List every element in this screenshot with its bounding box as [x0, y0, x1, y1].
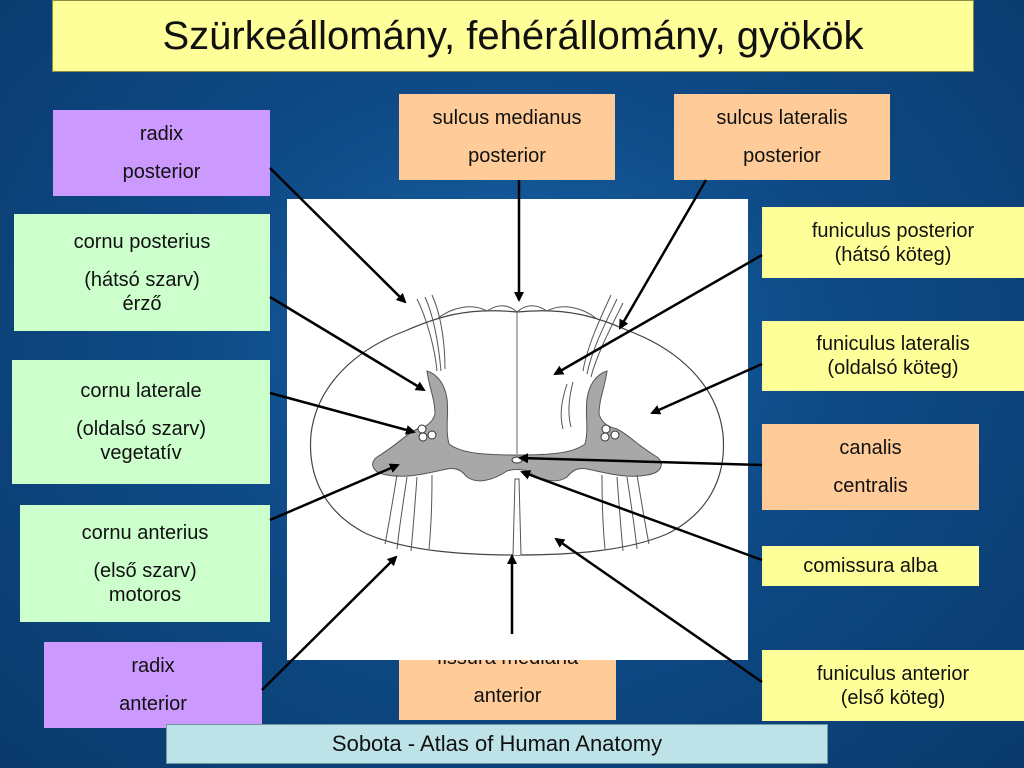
label-sulcus-medianus-posterior: sulcus medianus posterior [399, 94, 615, 180]
label-radix-anterior: radix anterior [44, 642, 262, 728]
label-line: cornu anterius [81, 521, 209, 544]
arrow-comissura-alba [520, 470, 763, 562]
label-radix-posterior: radix posterior [53, 110, 270, 196]
label-line: radix [131, 655, 175, 677]
label-cornu-laterale: cornu laterale (oldalsó szarv) vegetatív [12, 360, 270, 484]
arrow-canalis-centralis [518, 453, 763, 467]
arrow-cornu-posterius [269, 295, 426, 392]
label-line: érző [122, 292, 162, 315]
arrow-funiculus-posterior [553, 253, 763, 376]
label-line: radix [139, 123, 184, 145]
label-line: (hátsó köteg) [834, 243, 952, 266]
arrow-funiculus-lateralis [650, 362, 763, 415]
label-line: sulcus medianus [432, 107, 582, 129]
posterior-root-fibers [416, 294, 624, 430]
label-funiculus-anterior: funiculus anterior (első köteg) [762, 650, 1024, 721]
label-line: centralis [833, 475, 908, 497]
label-line: sulcus lateralis [716, 107, 848, 129]
label-line: vegetatív [100, 442, 182, 464]
label-line: cornu laterale [80, 380, 202, 402]
arrow-radix-posterior [269, 167, 407, 304]
anterior-median-fissure [512, 478, 522, 556]
label-funiculus-lateralis: funiculus lateralis (oldalsó köteg) [762, 321, 1024, 391]
label-cornu-anterius: cornu anterius (első szarv) motoros [20, 505, 270, 622]
label-line: (első szarv) [93, 559, 197, 582]
label-funiculus-posterior: funiculus posterior (hátsó köteg) [762, 207, 1024, 278]
label-sulcus-lateralis-posterior: sulcus lateralis posterior [674, 94, 890, 180]
label-cornu-posterius: cornu posterius (hátsó szarv) érző [14, 214, 270, 331]
page-title: Szürkeállomány, fehérállomány, gyökök [52, 0, 974, 72]
arrow-cornu-anterius [269, 463, 400, 522]
label-line: (oldalsó szarv) [75, 418, 207, 440]
label-canalis-centralis: canalis centralis [762, 424, 979, 510]
spinal-cord-illustration [309, 294, 725, 556]
grey-matter [372, 370, 662, 482]
spinal-cord-panel [287, 199, 748, 660]
label-line: canalis [839, 437, 902, 459]
arrow-cornu-laterale [269, 391, 416, 435]
label-line: funiculus lateralis [816, 333, 970, 355]
arrow-sulcus-lateralis [618, 179, 708, 330]
label-line: cornu posterius [73, 230, 211, 253]
source-caption: Sobota - Atlas of Human Anatomy [166, 724, 828, 764]
posterior-funiculus-contour [436, 305, 598, 320]
label-line: funiculus posterior [811, 219, 975, 242]
arrow-funiculus-anterior [554, 537, 763, 684]
label-line: funiculus anterior [816, 662, 970, 685]
label-line: (oldalsó köteg) [827, 357, 959, 379]
label-line: (első köteg) [840, 686, 946, 709]
label-line: motoros [108, 583, 182, 606]
label-line: anterior [473, 685, 542, 707]
arrow-radix-anterior [261, 555, 398, 691]
label-line: (hátsó szarv) [84, 268, 200, 291]
label-line: comissura alba [803, 555, 938, 577]
label-line: anterior [119, 693, 187, 715]
lateral-horn-nuclei [417, 424, 620, 442]
label-comissura-alba: comissura alba [762, 546, 979, 586]
label-line: posterior [468, 145, 546, 167]
label-line: posterior [122, 161, 201, 183]
anterior-root-fibers [384, 474, 650, 552]
label-line: posterior [743, 145, 821, 167]
